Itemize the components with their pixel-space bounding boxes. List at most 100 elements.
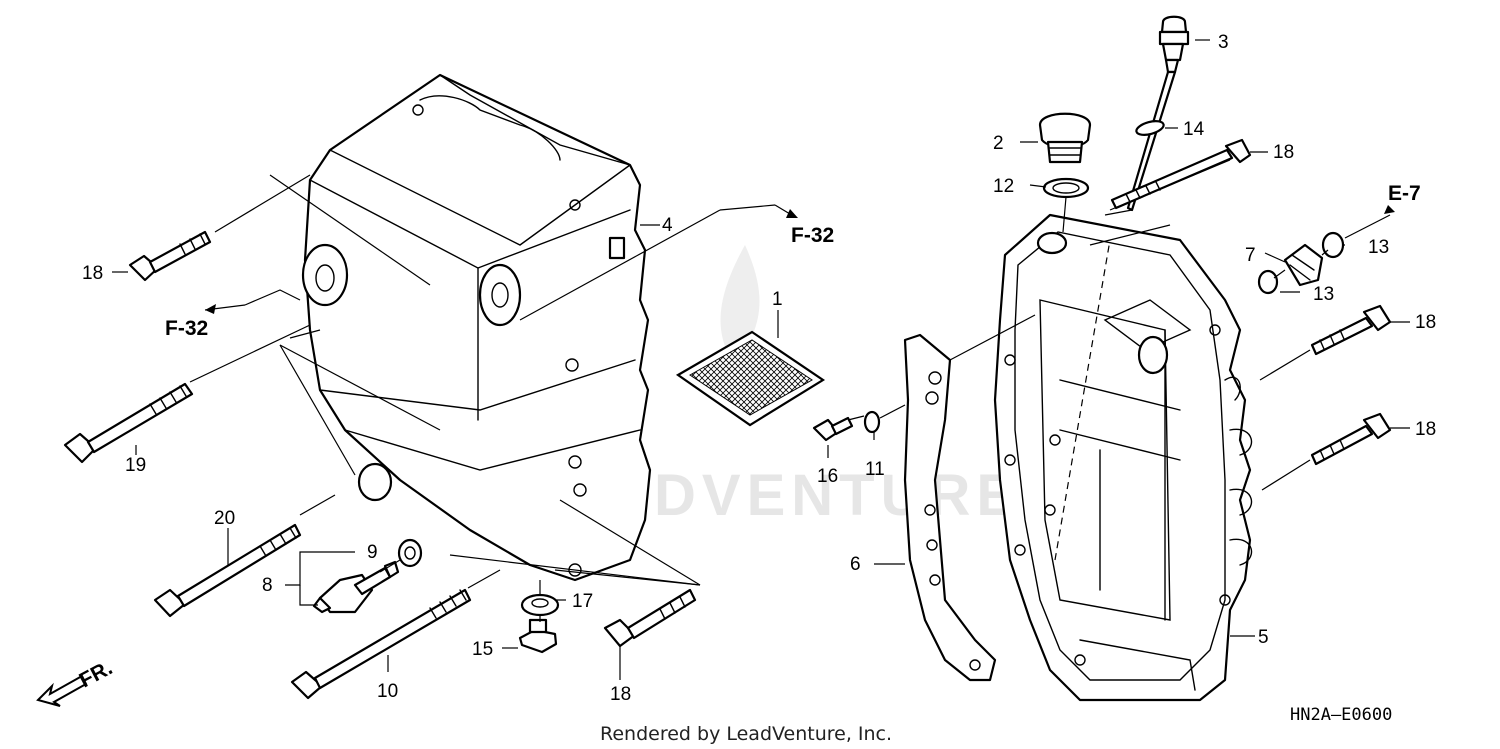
- cover-right-port: [478, 263, 522, 327]
- callout-2: 2: [993, 133, 1004, 154]
- cover-bolt-hole-2: [568, 455, 582, 469]
- callout-10: 10: [377, 681, 398, 702]
- drain-plug-head: [518, 628, 558, 654]
- callouts: 1 2 3 4 5 6 7 8 9 10 11 12 13 13 14 15 1…: [82, 32, 1436, 705]
- ref-e7: E-7: [1388, 182, 1421, 205]
- cover-left-port: [301, 243, 349, 307]
- reference-labels: F-32 F-32 E-7: [165, 182, 1421, 340]
- dipstick-neck: [1164, 58, 1180, 74]
- case-hole-7: [1219, 594, 1231, 606]
- gasket: [903, 333, 997, 682]
- washer-9: [397, 538, 423, 568]
- case-hole-3: [1014, 544, 1026, 556]
- callout-16: 16: [817, 466, 838, 487]
- case-boss: [1137, 335, 1169, 375]
- reference-arrows: [204, 204, 1395, 314]
- callout-18d: 18: [1415, 419, 1436, 440]
- arrow-e7-icon: [1384, 205, 1395, 214]
- case-hidden-line: [1054, 239, 1111, 561]
- callout-7: 7: [1245, 245, 1256, 266]
- callout-5: 5: [1258, 627, 1269, 648]
- dipstick: [1126, 15, 1190, 212]
- case-upper-pocket: [1103, 299, 1192, 351]
- case-hole-4: [1049, 434, 1061, 446]
- cover-bolt-hole-6: [412, 104, 424, 116]
- filler-cap-thread: [1046, 140, 1084, 164]
- cover-rim: [439, 74, 631, 166]
- oring-13-upper: [1321, 231, 1345, 259]
- gasket-hole-1: [928, 371, 942, 385]
- ref-f32-left: F-32: [165, 317, 208, 340]
- filter-mesh: [689, 339, 813, 416]
- case-inner-rim: [1014, 231, 1226, 681]
- case-inner-wall: [1039, 299, 1171, 621]
- bolts: [63, 138, 1392, 700]
- credit-text: Rendered by LeadVenture, Inc.: [600, 723, 892, 745]
- case-base-lip: [1079, 639, 1196, 691]
- case-oil-fill-port: [1036, 231, 1068, 255]
- callout-12: 12: [993, 176, 1014, 197]
- gasket-hole-5: [929, 574, 941, 586]
- switch-terminal: [383, 560, 400, 579]
- bolt-18-right-1: [1310, 304, 1392, 356]
- collar-7-grooves: [1289, 254, 1315, 281]
- callout-17: 17: [572, 591, 593, 612]
- collar-and-orings: [1257, 231, 1345, 295]
- washer-9-hole: [404, 546, 416, 560]
- diagram-code: HN2A—E0600: [1290, 705, 1392, 725]
- dipstick-plug: [1161, 42, 1185, 62]
- dipstick-seal: [1135, 120, 1165, 136]
- switch-tip: [312, 596, 332, 614]
- gasket-hole-6: [969, 659, 981, 671]
- cover-left-port-hole: [315, 264, 335, 292]
- washer-17: [520, 593, 560, 617]
- arrow-f32-mid-icon: [786, 209, 798, 218]
- case-hole-1: [1004, 354, 1016, 366]
- cover-bolt-hole-1: [565, 358, 579, 372]
- callout-19: 19: [125, 455, 146, 476]
- bolt-18-left: [128, 230, 212, 282]
- leader-lines: [189, 159, 1391, 622]
- drain-plug: [518, 593, 560, 654]
- gasket-hole-2: [925, 391, 939, 405]
- callout-13a: 13: [1368, 237, 1389, 258]
- case-hole-8: [1074, 654, 1086, 666]
- filter-screen: [675, 330, 826, 427]
- bolt-16: [812, 416, 854, 442]
- callout-18b: 18: [82, 263, 103, 284]
- dipstick-collar: [1158, 30, 1190, 46]
- case-hole-5: [1044, 504, 1056, 516]
- case-ribs: [1059, 329, 1181, 621]
- bolt-10: [290, 588, 472, 700]
- filler-gasket-hole: [1052, 182, 1080, 194]
- cover-bolt-hole-4: [568, 563, 582, 577]
- callout-8: 8: [262, 575, 273, 596]
- callout-14: 14: [1183, 119, 1205, 140]
- case-body: [993, 213, 1252, 702]
- callout-20: 20: [214, 508, 235, 529]
- front-indicator: FR.: [36, 656, 116, 707]
- ref-f32-mid: F-32: [791, 224, 834, 247]
- callout-15: 15: [472, 639, 493, 660]
- case-hole-6: [1209, 324, 1221, 336]
- cover-drain-boss: [357, 462, 393, 502]
- washer-11: [863, 410, 881, 434]
- bolt-19: [63, 382, 194, 464]
- cover-top-rib: [419, 95, 561, 161]
- filler-gasket: [1042, 177, 1090, 199]
- bolt-18-right-2: [1310, 412, 1392, 466]
- case-assembly: [993, 213, 1253, 702]
- bolt-18-upper-right: [1110, 138, 1252, 210]
- front-arrow-icon: [36, 674, 88, 707]
- callout-18c: 18: [1415, 312, 1436, 333]
- callout-6: 6: [850, 554, 861, 575]
- bolt-18-bottom: [603, 588, 697, 648]
- callout-1: 1: [772, 289, 783, 310]
- callout-11: 11: [865, 459, 885, 480]
- cover-right-port-hole: [491, 282, 509, 308]
- cover-bolt-hole-3: [573, 483, 587, 497]
- cover-base-crease: [344, 429, 641, 471]
- filler-cap-grooves: [1049, 147, 1081, 156]
- arrow-f32-left-icon: [205, 304, 216, 314]
